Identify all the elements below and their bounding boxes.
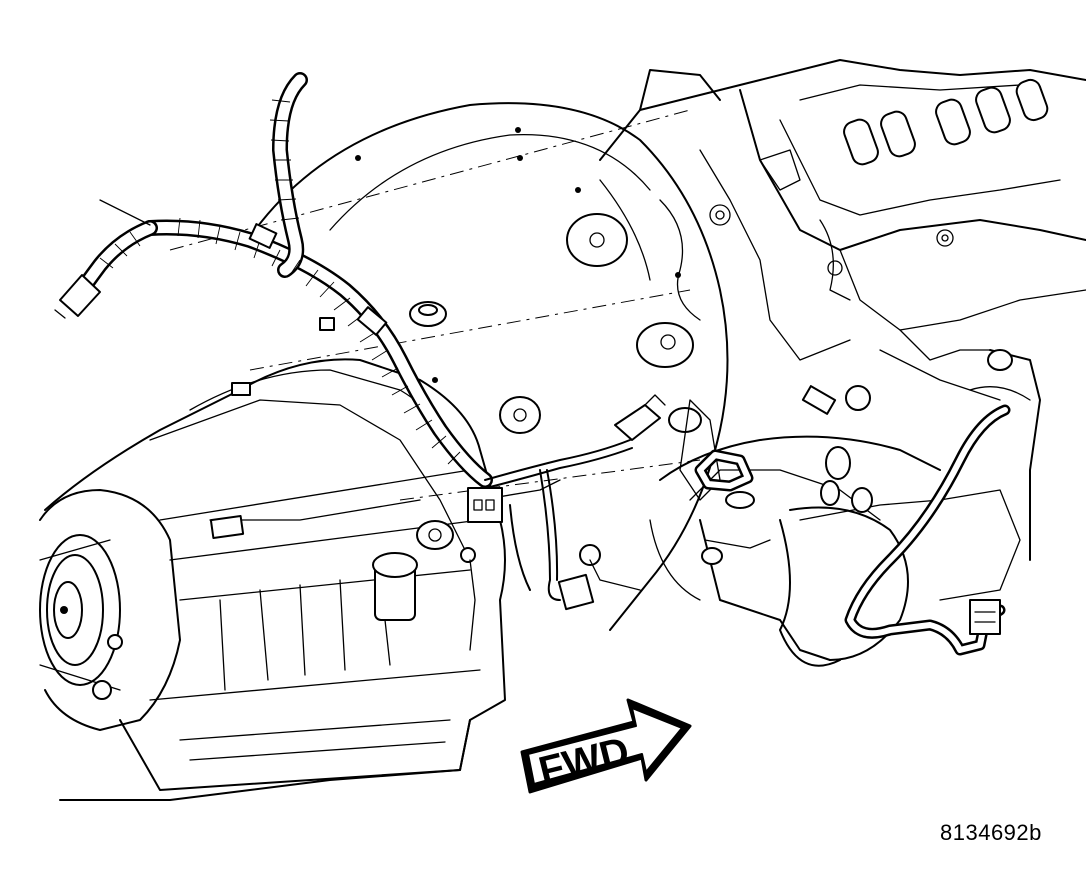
sensor-connector-right bbox=[557, 573, 595, 611]
fwd-arrow bbox=[520, 698, 692, 794]
right-frame bbox=[879, 329, 1041, 561]
harness-branches bbox=[460, 394, 666, 651]
cooler-line-fitting bbox=[969, 599, 1001, 635]
fwd-label: FWD bbox=[535, 729, 634, 794]
cooler-line bbox=[694, 404, 1011, 656]
bell-housing-bolts bbox=[355, 127, 702, 434]
wiring-harness bbox=[54, 72, 493, 488]
bell-housing bbox=[169, 102, 729, 631]
transmission-case bbox=[44, 317, 506, 801]
engine-block bbox=[599, 59, 1086, 361]
figure-id: 8134692b bbox=[940, 820, 1042, 845]
spark-plug-boots bbox=[843, 78, 1049, 166]
extension-housing bbox=[39, 489, 181, 731]
harness-rings bbox=[99, 99, 461, 465]
starter-area bbox=[579, 385, 1021, 667]
sensor-connector-left bbox=[467, 487, 503, 523]
